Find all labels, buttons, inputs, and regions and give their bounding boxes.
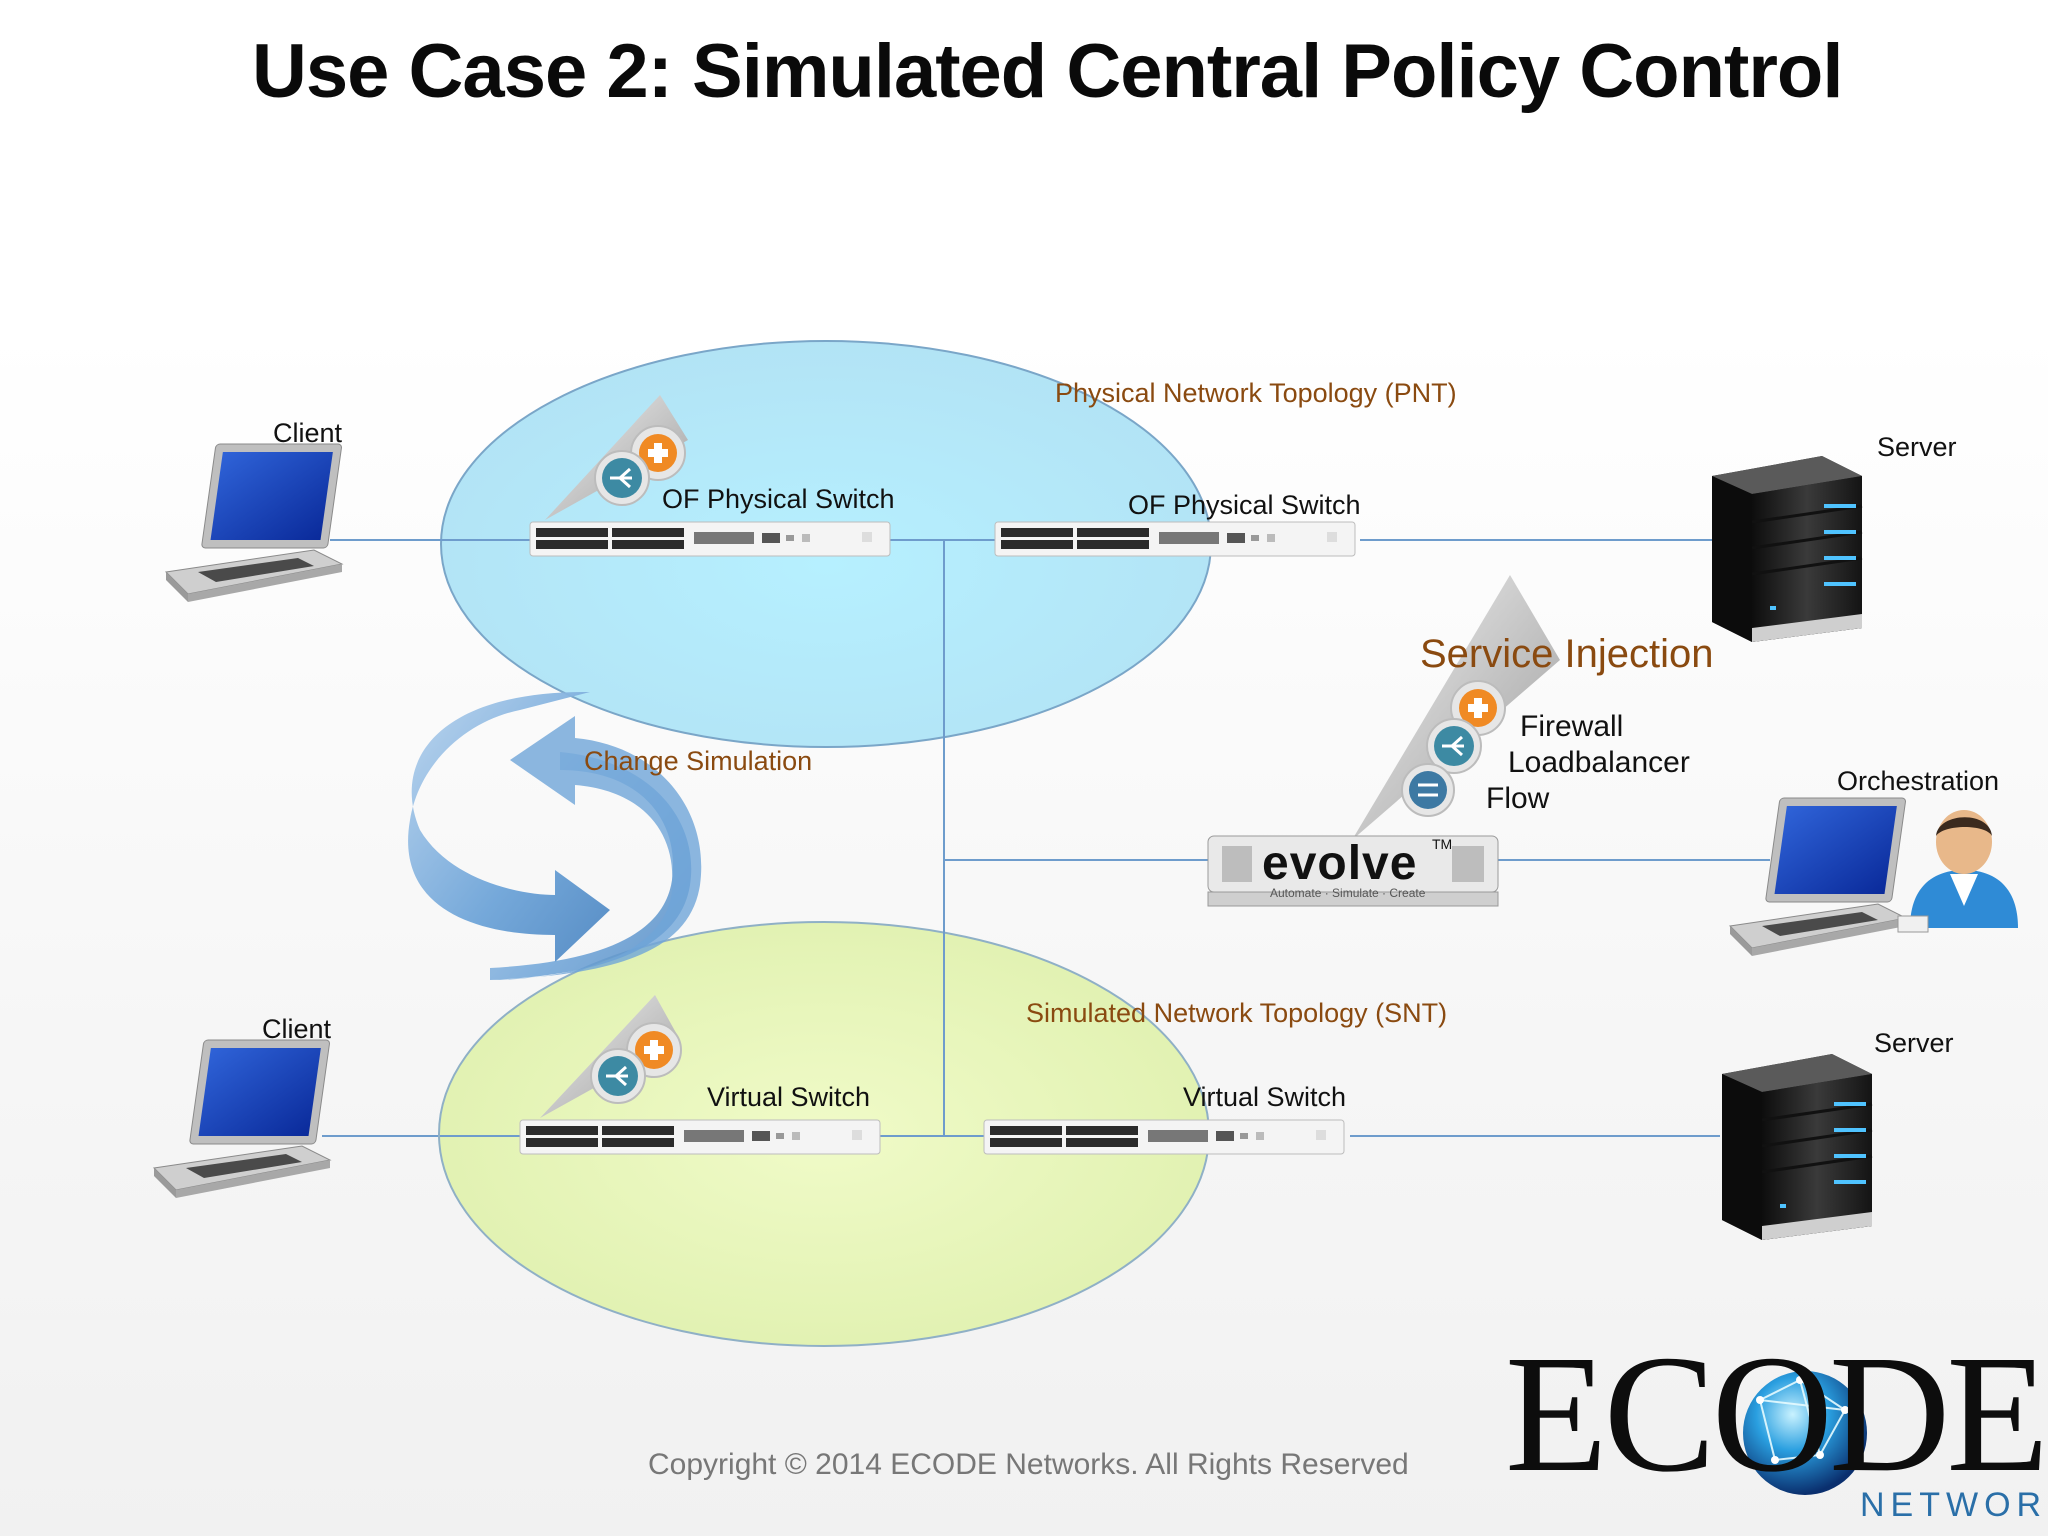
pnt-label: Physical Network Topology (PNT) — [1055, 378, 1457, 408]
service-injection-callout — [1352, 575, 1560, 840]
globe-icon — [1743, 1371, 1867, 1495]
network-switch-icon — [994, 521, 1356, 557]
laptop-icon — [165, 443, 343, 603]
client-label-top: Client — [273, 418, 343, 448]
change-simulation-label: Change Simulation — [584, 746, 813, 776]
network-switch-icon — [519, 1119, 881, 1155]
server-label-top: Server — [1877, 432, 1957, 462]
laptop-icon — [153, 1039, 331, 1199]
ecode-logo-word: ECODE — [1505, 1321, 2048, 1507]
service-item-loadbalancer: Loadbalancer — [1508, 746, 1690, 779]
service-item-flow: Flow — [1486, 782, 1550, 815]
virtual-switch-label-right: Virtual Switch — [1183, 1082, 1347, 1112]
service-item-firewall: Firewall — [1520, 710, 1624, 743]
server-tower-icon — [1720, 1052, 1874, 1242]
evolve-tm: TM — [1432, 836, 1453, 852]
of-switch-label-right: OF Physical Switch — [1128, 490, 1361, 520]
of-switch-label-left: OF Physical Switch — [662, 484, 895, 514]
server-tower-icon — [1710, 454, 1864, 644]
client-label-bottom: Client — [262, 1014, 332, 1044]
virtual-switch-label-left: Virtual Switch — [707, 1082, 871, 1112]
server-label-bottom: Server — [1874, 1028, 1954, 1058]
copyright-text: Copyright © 2014 ECODE Networks. All Rig… — [648, 1448, 1409, 1481]
snt-label: Simulated Network Topology (SNT) — [1026, 998, 1448, 1028]
page-title: Use Case 2: Simulated Central Policy Con… — [252, 29, 1843, 114]
ecode-logo-subtitle: NETWORKS — [1860, 1486, 2048, 1524]
switch-callout-snt — [540, 995, 682, 1118]
network-switch-icon — [983, 1119, 1345, 1155]
laptop-icon — [1729, 797, 1907, 957]
switch-callout-pnt — [545, 395, 688, 520]
service-injection-title: Service Injection — [1420, 632, 1714, 676]
rotation-arrow-icon — [408, 691, 702, 980]
person-icon — [1897, 810, 2018, 933]
evolve-tagline: Automate · Simulate · Create — [1270, 886, 1426, 900]
evolve-appliance — [1207, 835, 1499, 907]
orchestration-label: Orchestration — [1837, 766, 2000, 796]
network-switch-icon — [529, 521, 891, 557]
evolve-logo-text: evolve — [1262, 837, 1418, 890]
